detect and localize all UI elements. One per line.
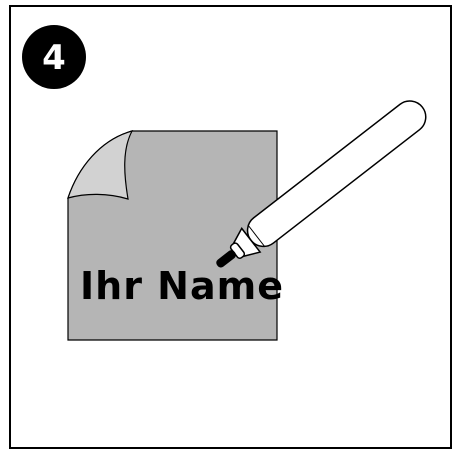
label-handwritten-text: Ihr Name bbox=[80, 264, 284, 308]
peeled-corner-icon bbox=[68, 131, 132, 199]
step-number: 4 bbox=[42, 38, 66, 78]
step-number-badge-icon: 4 bbox=[22, 25, 86, 89]
